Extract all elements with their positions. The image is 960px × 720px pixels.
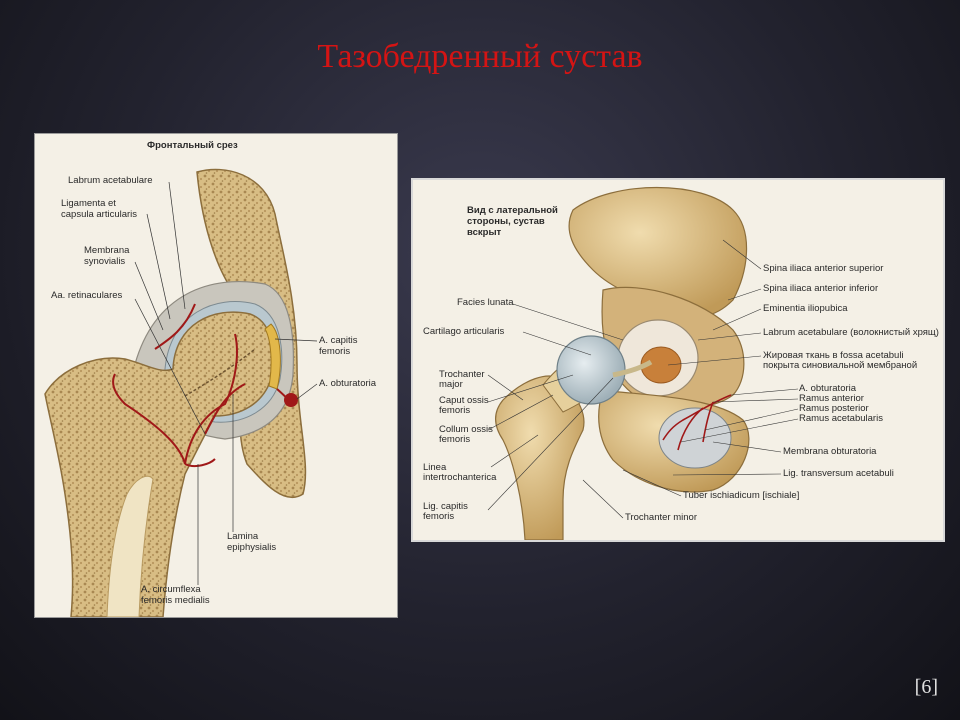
lateral-view-illustration	[487, 186, 799, 540]
label-lamina-line1: Lamina	[227, 531, 259, 542]
frontal-section-header: Фронтальный срез	[147, 140, 238, 151]
label-labrum-acetabulare: Labrum acetabulare (волокнистый хрящ)	[763, 327, 939, 338]
label-ramus-anterior: Ramus anterior	[799, 393, 864, 404]
label-ligamenta-line1: Ligamenta et	[61, 198, 116, 209]
label-aa-retinaculares: Aa. retinaculares	[51, 290, 123, 301]
label-spina-inferior: Spina iliaca anterior inferior	[763, 283, 879, 294]
label-ligamenta-line2: capsula articularis	[61, 209, 138, 220]
label-fossa-line2: покрыта синовиальной мембраной	[763, 360, 918, 371]
label-caput-line1: Caput ossis	[439, 395, 489, 406]
frontal-section-figure: Фронтальный срез Labrum acetabulare Liga…	[34, 133, 398, 618]
label-eminentia-iliopubica: Eminentia iliopubica	[763, 303, 848, 314]
label-lamina-line2: epiphysialis	[227, 542, 277, 553]
lateral-view-figure: Вид с латеральной стороны, сустав вскрыт…	[411, 178, 945, 542]
label-spina-superior: Spina iliaca anterior superior	[763, 263, 884, 274]
slide-title: Тазобедренный сустав	[317, 38, 643, 75]
lateral-view-header-line3: вскрыт	[467, 227, 502, 238]
label-a-obturatoria: A. obturatoria	[319, 378, 377, 389]
label-fossa-line1: Жировая ткань в fossa acetabuli	[763, 350, 904, 361]
label-membrana-obturatoria: Membrana obturatoria	[783, 446, 877, 457]
label-ramus-acetabularis: Ramus acetabularis	[799, 413, 883, 424]
label-circumflexa-line2: femoris medialis	[141, 595, 210, 606]
label-facies-lunata: Facies lunata	[457, 297, 514, 308]
frontal-section-illustration	[44, 168, 318, 617]
label-capitis-line2: femoris	[319, 346, 351, 357]
label-capitis-line1: A. capitis	[319, 335, 358, 346]
label-trochanter-major-line2: major	[439, 379, 463, 390]
label-lig-capitis-line1: Lig. capitis	[423, 501, 468, 512]
label-linea-line1: Linea	[423, 462, 447, 473]
label-caput-line2: femoris	[439, 405, 471, 416]
label-collum-line2: femoris	[439, 434, 471, 445]
label-tuber-ischiadicum: Tuber ischiadicum [ischiale]	[683, 490, 800, 501]
label-trochanter-minor: Trochanter minor	[625, 512, 697, 523]
lateral-view-header-line2: стороны, сустав	[467, 216, 545, 227]
label-circumflexa-line1: A. circumflexa	[141, 584, 201, 595]
label-lig-capitis-line2: femoris	[423, 511, 455, 522]
label-ramus-posterior: Ramus posterior	[799, 403, 869, 414]
label-cartilago-articularis: Cartilago articularis	[423, 326, 505, 337]
label-trochanter-major-line1: Trochanter	[439, 369, 485, 380]
label-collum-line1: Collum ossis	[439, 424, 493, 435]
label-labrum-acetabulare: Labrum acetabulare	[68, 175, 153, 186]
lateral-view-header-line1: Вид с латеральной	[467, 205, 558, 216]
label-membrana-line1: Membrana	[84, 245, 130, 256]
label-a-obturatoria: A. obturatoria	[799, 383, 857, 394]
label-membrana-line2: synovialis	[84, 256, 126, 267]
reference-number: [6]	[914, 676, 938, 698]
label-lig-transversum: Lig. transversum acetabuli	[783, 468, 894, 479]
label-linea-line2: intertrochanterica	[423, 472, 497, 483]
